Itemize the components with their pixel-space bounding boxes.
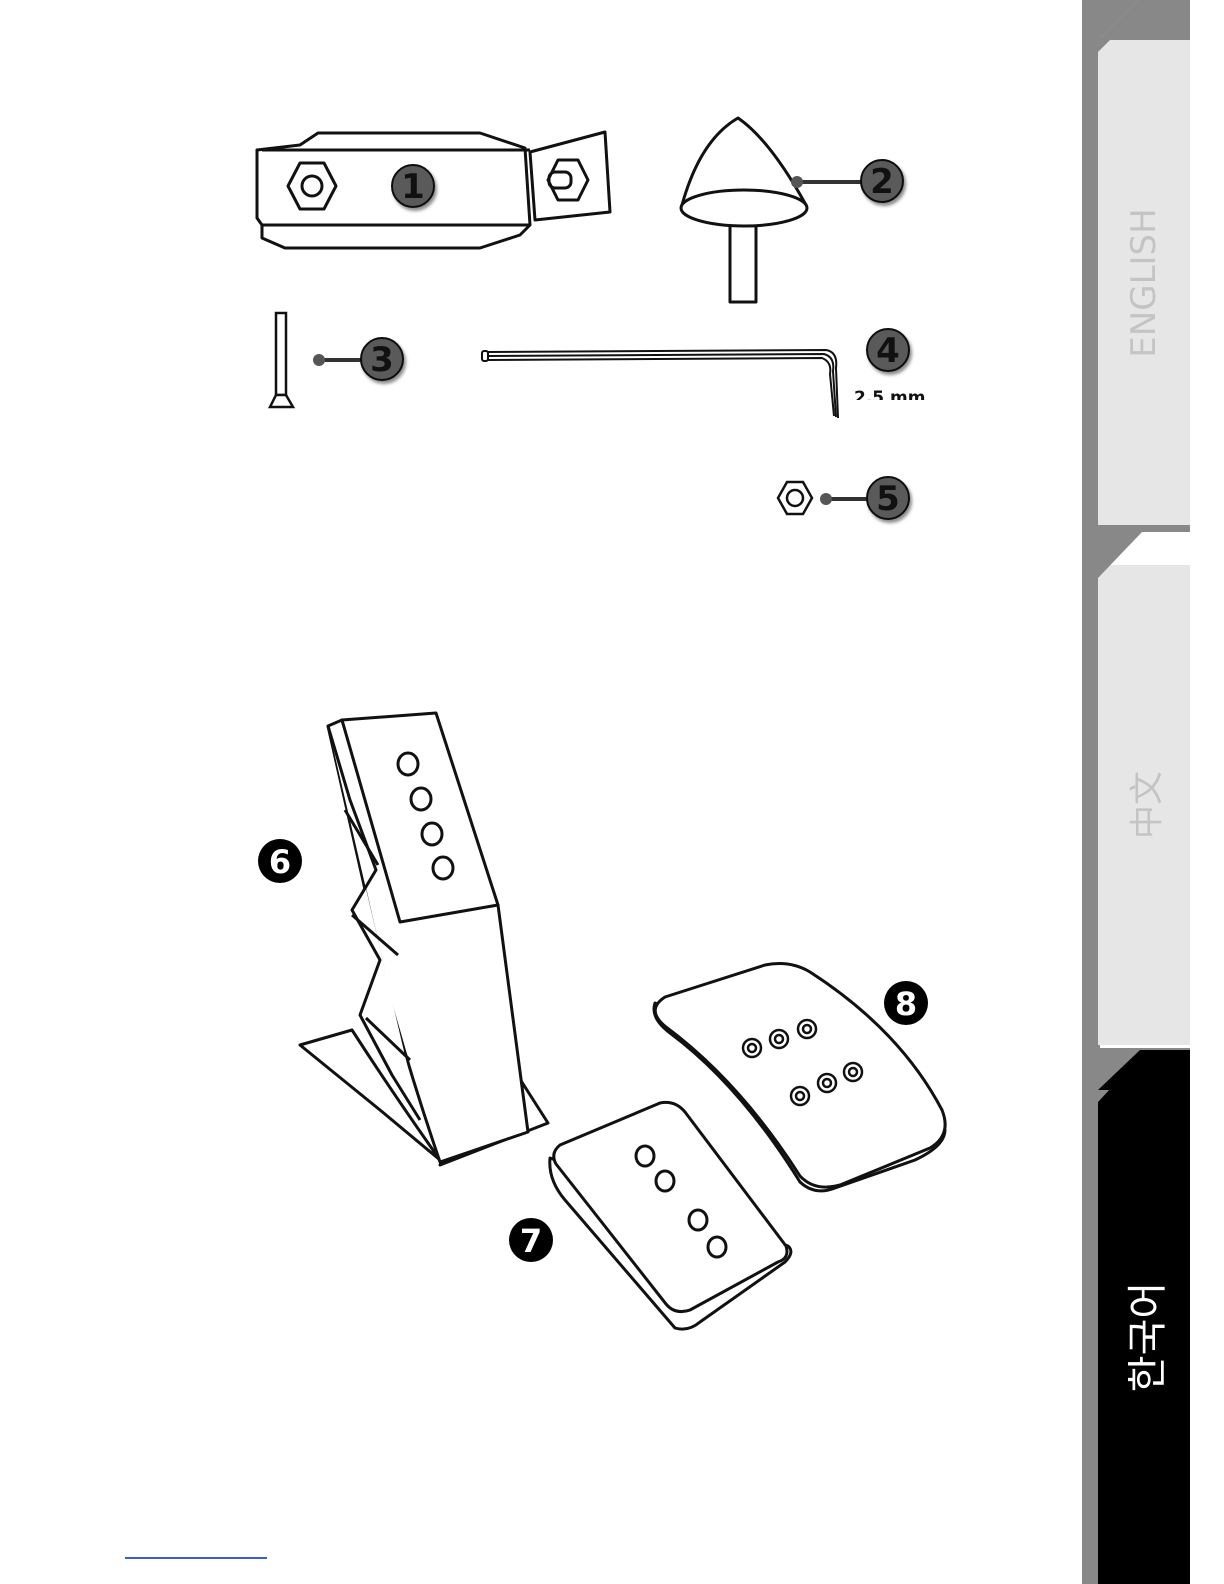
- pedal-arm-part: [300, 713, 548, 1165]
- callout-5-number: 5: [876, 479, 900, 519]
- brake-pedal-plate-part: [550, 1102, 791, 1329]
- callout-2: 2: [791, 160, 903, 202]
- callout-8: 8: [884, 981, 928, 1025]
- callout-4: 4: [867, 329, 909, 371]
- callout-7-number: 7: [520, 1222, 542, 1260]
- screw-part: [270, 313, 293, 407]
- callout-1: 1: [392, 165, 434, 207]
- callout-2-number: 2: [870, 162, 894, 202]
- callout-6-number: 6: [269, 843, 291, 881]
- callout-1-number: 1: [401, 167, 425, 207]
- callout-5: 5: [820, 477, 909, 519]
- callout-3: 3: [313, 338, 403, 380]
- parts-illustration: 2.5 mm: [0, 0, 1060, 1584]
- allen-key-part: [482, 350, 838, 418]
- callout-4-number: 4: [876, 331, 900, 371]
- callout-8-number: 8: [895, 985, 917, 1023]
- callout-6: 6: [258, 839, 302, 883]
- cone-foot-part: [681, 118, 807, 302]
- nut-part: [778, 482, 812, 514]
- footer-link-line[interactable]: [125, 1557, 267, 1559]
- tab-corners: [1082, 0, 1192, 1584]
- callout-3-number: 3: [370, 340, 394, 380]
- callout-7: 7: [509, 1218, 553, 1262]
